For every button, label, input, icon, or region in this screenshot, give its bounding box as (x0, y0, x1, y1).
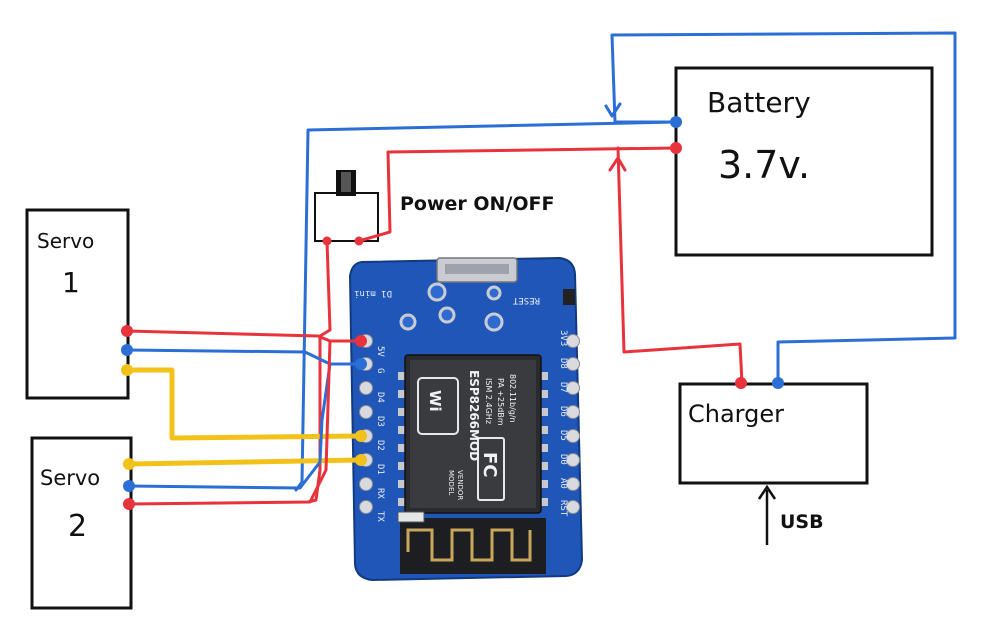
module-spec-line: PA +25dBm (496, 378, 505, 426)
charger-box (678, 382, 869, 485)
fc-mark: FC (479, 452, 500, 478)
board-d1-terminal (355, 454, 367, 466)
pin-label: 3V3 (558, 330, 568, 346)
pin-label: D6 (558, 406, 568, 417)
switch-body (314, 192, 379, 242)
charger-label: Charger (688, 400, 784, 428)
pin-pad (359, 405, 373, 419)
board-d2-terminal (355, 430, 367, 442)
module-spec-line: ISM 2.4GHz (484, 378, 493, 424)
usb-input: USB (757, 484, 824, 545)
connection-points (121, 116, 784, 510)
pin-label: RST (558, 500, 568, 517)
pin-label: D7 (558, 382, 568, 393)
pin-label: D4 (375, 392, 385, 403)
charger-ground-terminal (772, 377, 784, 389)
pin-pad (566, 381, 580, 395)
battery-voltage: 3.7v. (718, 143, 810, 187)
pin-label: G (375, 368, 385, 373)
charger-positive-terminal (735, 377, 747, 389)
pin-pad (566, 334, 580, 348)
servo-2-ground-terminal (123, 480, 135, 492)
pin-pad (359, 500, 373, 514)
servo-2-label: Servo (40, 466, 100, 490)
servo-1-power-wire (125, 329, 332, 343)
left-pin-labels: 5V G D4 D3 D2 D1 RX TX (375, 346, 385, 522)
pin-pad (566, 357, 580, 371)
servo-1-ground-terminal (121, 344, 133, 356)
battery-label: Battery (707, 86, 811, 119)
pin-pad (566, 453, 580, 467)
wires (124, 31, 957, 506)
pin-label: TX (375, 511, 385, 522)
board-ground-terminal (355, 358, 367, 370)
module-vendor-text: VENDOR (456, 470, 464, 500)
servo-1-signal-wire (124, 367, 363, 441)
battery-charger-positive-wire (616, 146, 744, 385)
servo-1-ground-wire (125, 348, 332, 366)
module-spec-line: 802.11b/g/n (508, 374, 517, 423)
pin-pad (566, 429, 580, 443)
battery: Battery 3.7v. (674, 66, 934, 257)
servo-2-box (30, 436, 133, 610)
pin-label: D3 (375, 416, 385, 427)
d1-mini-board: D1 mini RESET 5V G D4 D3 D2 D1 RX TX (348, 256, 584, 582)
servo-2-signal-terminal (123, 458, 135, 470)
pin-label: D2 (375, 440, 385, 451)
module-chip-text: ESP8266MOD (467, 370, 481, 461)
pin-label: D8 (558, 358, 568, 369)
antenna-trace (406, 528, 532, 562)
pin-pad (359, 477, 373, 491)
board-5v-terminal (355, 335, 367, 347)
right-pin-labels: 3V3 D8 D7 D6 D5 D0 A0 RST (558, 330, 568, 517)
board-name: D1 mini (354, 288, 392, 298)
battery-ground-wire (294, 120, 678, 492)
switch-to-5v-wire (306, 239, 332, 504)
charger: Charger (678, 382, 869, 485)
servo-1-label: Servo (37, 229, 94, 253)
positive-arrow-icon (608, 156, 627, 172)
ground-arrow-icon (604, 102, 622, 118)
servo-1-number: 1 (62, 266, 80, 299)
servo-1-signal-terminal (121, 364, 133, 376)
right-pin-header (566, 334, 580, 514)
battery-ground-terminal (670, 116, 682, 128)
pin-label: RX (375, 488, 385, 499)
reset-button (563, 289, 575, 305)
servo-1-box (25, 208, 130, 400)
battery-positive-terminal (670, 142, 682, 154)
battery-box (674, 66, 934, 257)
pin-pad (359, 381, 373, 395)
wifi-logo-text: Wi (426, 390, 444, 412)
reset-label: RESET (512, 295, 540, 305)
pin-pad (566, 500, 580, 514)
esp-module-pins (398, 372, 548, 506)
servo-2-number: 2 (68, 509, 87, 544)
servo-1: Servo 1 (25, 208, 130, 400)
pin-label: A0 (558, 478, 568, 489)
servo-2: Servo 2 (30, 436, 133, 610)
pin-label: D1 (375, 464, 385, 475)
pin-label: D0 (558, 454, 568, 465)
battery-charger-ground-wire (610, 31, 957, 385)
module-model-text: MODEL (447, 470, 455, 495)
servo-2-power-terminal (123, 498, 135, 510)
servo-1-power-terminal (121, 325, 133, 337)
pin-label: D5 (558, 430, 568, 441)
pin-pad (566, 477, 580, 491)
wifi-logo (417, 377, 459, 435)
pin-label: 5V (375, 346, 385, 357)
servo-2-ground-wire (127, 362, 332, 490)
battery-positive-wire (357, 146, 678, 243)
servo-2-power-wire (127, 339, 332, 506)
switch-label: Power ON/OFF (400, 193, 555, 215)
power-switch: Power ON/OFF (314, 170, 555, 246)
usb-label: USB (780, 511, 824, 533)
fc-mark-box (477, 437, 505, 501)
pin-pad (566, 405, 580, 419)
